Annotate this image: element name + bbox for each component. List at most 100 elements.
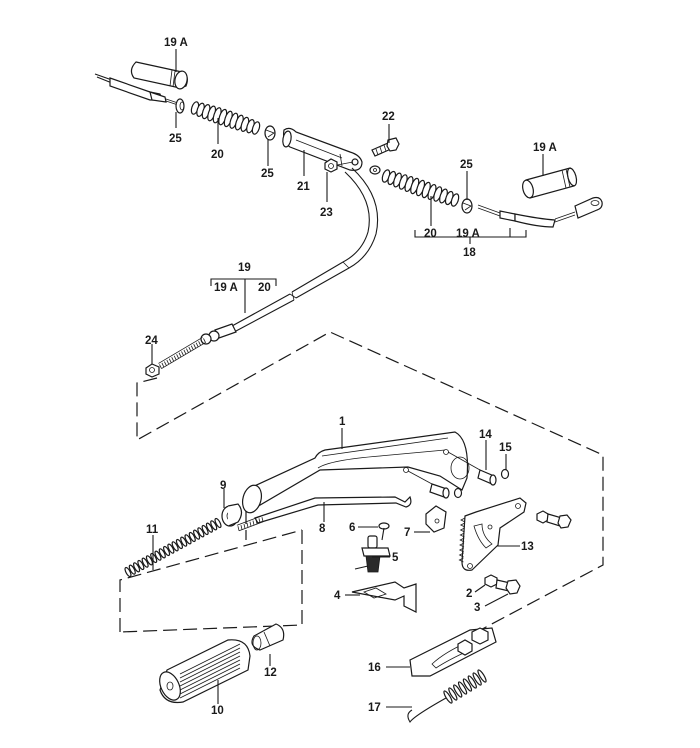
cable-eye-right xyxy=(369,165,381,175)
callout-labels: 19 A 25 20 25 21 22 23 19 A 25 20 19 A 1… xyxy=(145,37,557,717)
spring-coil xyxy=(443,690,453,704)
thread-turn xyxy=(200,339,204,345)
spring-coil xyxy=(188,531,196,543)
thread-turn xyxy=(198,341,201,346)
pawl-7 xyxy=(425,505,447,533)
thread-turn xyxy=(188,346,192,352)
spring-coil xyxy=(141,557,149,568)
equalizer-21 xyxy=(282,127,363,171)
spring-11 xyxy=(124,517,222,578)
thread-edge xyxy=(236,515,262,526)
thread-turn xyxy=(166,359,170,365)
spring-coil xyxy=(150,552,158,564)
callout-19: 19 xyxy=(238,262,251,274)
bracket-4 xyxy=(351,581,417,613)
bolt-22 xyxy=(371,137,400,157)
grip-rib xyxy=(179,643,241,675)
thread-edge xyxy=(158,337,203,364)
spring-coil xyxy=(154,550,162,561)
callout-25-mid: 25 xyxy=(261,168,274,180)
callout-10: 10 xyxy=(211,705,224,717)
spring-coil xyxy=(205,522,213,533)
spring-coil xyxy=(193,529,201,540)
screw-6 xyxy=(378,522,390,541)
thread-turn xyxy=(249,521,252,527)
thread-turn xyxy=(168,358,172,363)
callout-25-right: 25 xyxy=(460,159,473,171)
ratchet-tooth xyxy=(458,552,464,558)
release-rod-8 xyxy=(236,495,412,532)
callout-9: 9 xyxy=(220,480,226,492)
thread-turn xyxy=(255,519,258,525)
spring-coil xyxy=(167,543,175,554)
callout-21: 21 xyxy=(297,181,310,193)
boot-ring xyxy=(251,121,261,135)
callout-25-left: 25 xyxy=(169,133,182,145)
clip-25-mid xyxy=(264,125,276,141)
spring-coil xyxy=(197,527,205,538)
thread-turn xyxy=(240,524,243,530)
spring-coil xyxy=(175,538,183,550)
callout-20-left: 20 xyxy=(211,149,224,161)
callout-24: 24 xyxy=(145,335,158,347)
callout-13: 13 xyxy=(521,541,534,553)
spring-17 xyxy=(407,669,487,724)
pin-lower xyxy=(407,470,463,499)
ratchet-tooth xyxy=(459,522,465,528)
ratchet-tooth xyxy=(460,517,466,523)
thread-turn xyxy=(261,517,264,522)
leader-lines xyxy=(151,49,544,708)
thread-turn xyxy=(171,357,175,362)
spring-coil xyxy=(210,520,218,531)
bushing-9 xyxy=(221,503,243,527)
pin-14 xyxy=(447,451,497,486)
spring-coil xyxy=(171,541,179,552)
grip-rib xyxy=(179,659,241,691)
callout-16: 16 xyxy=(368,662,381,674)
spring-coil xyxy=(453,684,463,698)
handle-grip-10 xyxy=(159,639,251,704)
ratchet-tooth xyxy=(458,557,464,563)
assembly-outline-lower xyxy=(119,529,303,633)
cable-right xyxy=(477,196,603,228)
callout-11: 11 xyxy=(146,524,159,536)
thread-turn xyxy=(252,520,255,526)
callout-1: 1 xyxy=(339,416,346,428)
thread-turn xyxy=(237,526,240,531)
thread-turn xyxy=(203,338,206,343)
thread-turn xyxy=(176,354,179,359)
grip-rib xyxy=(179,663,241,695)
cable-end-left xyxy=(94,73,179,106)
grip-rib xyxy=(179,647,241,679)
callout-15: 15 xyxy=(499,442,512,454)
spring-coil xyxy=(133,562,141,573)
grip-rib xyxy=(179,651,241,683)
grip-rib xyxy=(179,667,241,699)
thread-turn xyxy=(161,362,165,368)
grip-rib xyxy=(179,655,241,687)
callout-19a-top-right: 19 A xyxy=(533,142,557,154)
callout-17: 17 xyxy=(368,702,381,714)
spring-coil xyxy=(184,534,192,545)
callout-7: 7 xyxy=(404,527,410,539)
callout-6: 6 xyxy=(349,522,355,534)
spring-coil xyxy=(163,545,171,557)
callout-12: 12 xyxy=(264,667,277,679)
clip-15 xyxy=(500,468,510,480)
sleeve-12 xyxy=(251,623,285,651)
thread-turn xyxy=(183,349,187,355)
boot-20-left xyxy=(190,101,261,135)
spring-coil xyxy=(158,548,166,559)
callout-19a-group19: 19 A xyxy=(214,282,238,294)
spring-coil xyxy=(472,672,482,686)
callout-22: 22 xyxy=(382,111,395,123)
ratchet-tooth xyxy=(459,532,465,538)
spring-coil xyxy=(128,564,136,575)
callout-4: 4 xyxy=(334,590,341,602)
callout-19a-group18: 19 A xyxy=(456,228,480,240)
callout-3: 3 xyxy=(474,602,480,614)
thread-turn xyxy=(246,522,249,528)
thread-turn xyxy=(159,364,162,369)
washer-2 xyxy=(484,574,498,588)
spring-coil xyxy=(448,687,458,701)
